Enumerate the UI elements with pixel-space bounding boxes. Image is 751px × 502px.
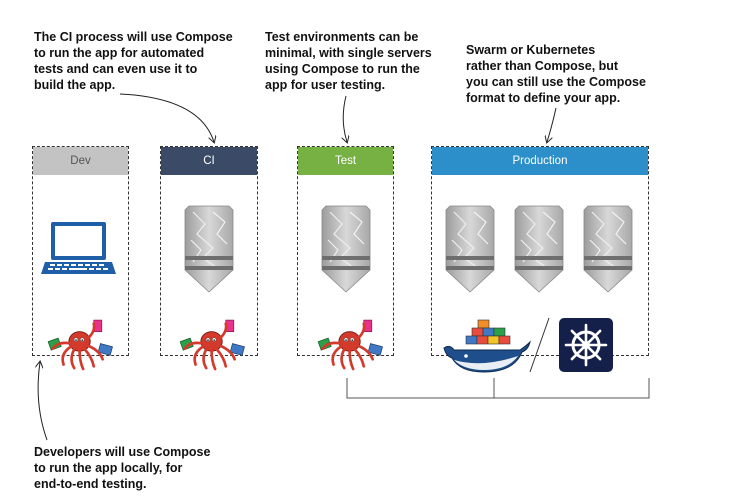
env-test-header: Test [298, 147, 393, 175]
kubernetes-helm-icon [559, 318, 613, 372]
env-dev-header: Dev [33, 147, 128, 175]
callout-dev: Developers will use Compose to run the a… [34, 445, 211, 491]
env-ci-box: CI [160, 146, 258, 356]
env-test-box: Test [297, 146, 394, 356]
env-ci-header: CI [161, 147, 257, 175]
callout-ci: The CI process will use Compose to run t… [34, 30, 233, 92]
callout-test: Test environments can be minimal, with s… [265, 30, 432, 92]
env-production-header: Production [432, 147, 648, 175]
env-production-box: Production [431, 146, 649, 356]
laptop-icon [41, 222, 116, 274]
docker-whale-icon [443, 319, 531, 373]
callout-production: Swarm or Kubernetes rather than Compose,… [466, 43, 646, 105]
env-dev-box: Dev [32, 146, 129, 356]
